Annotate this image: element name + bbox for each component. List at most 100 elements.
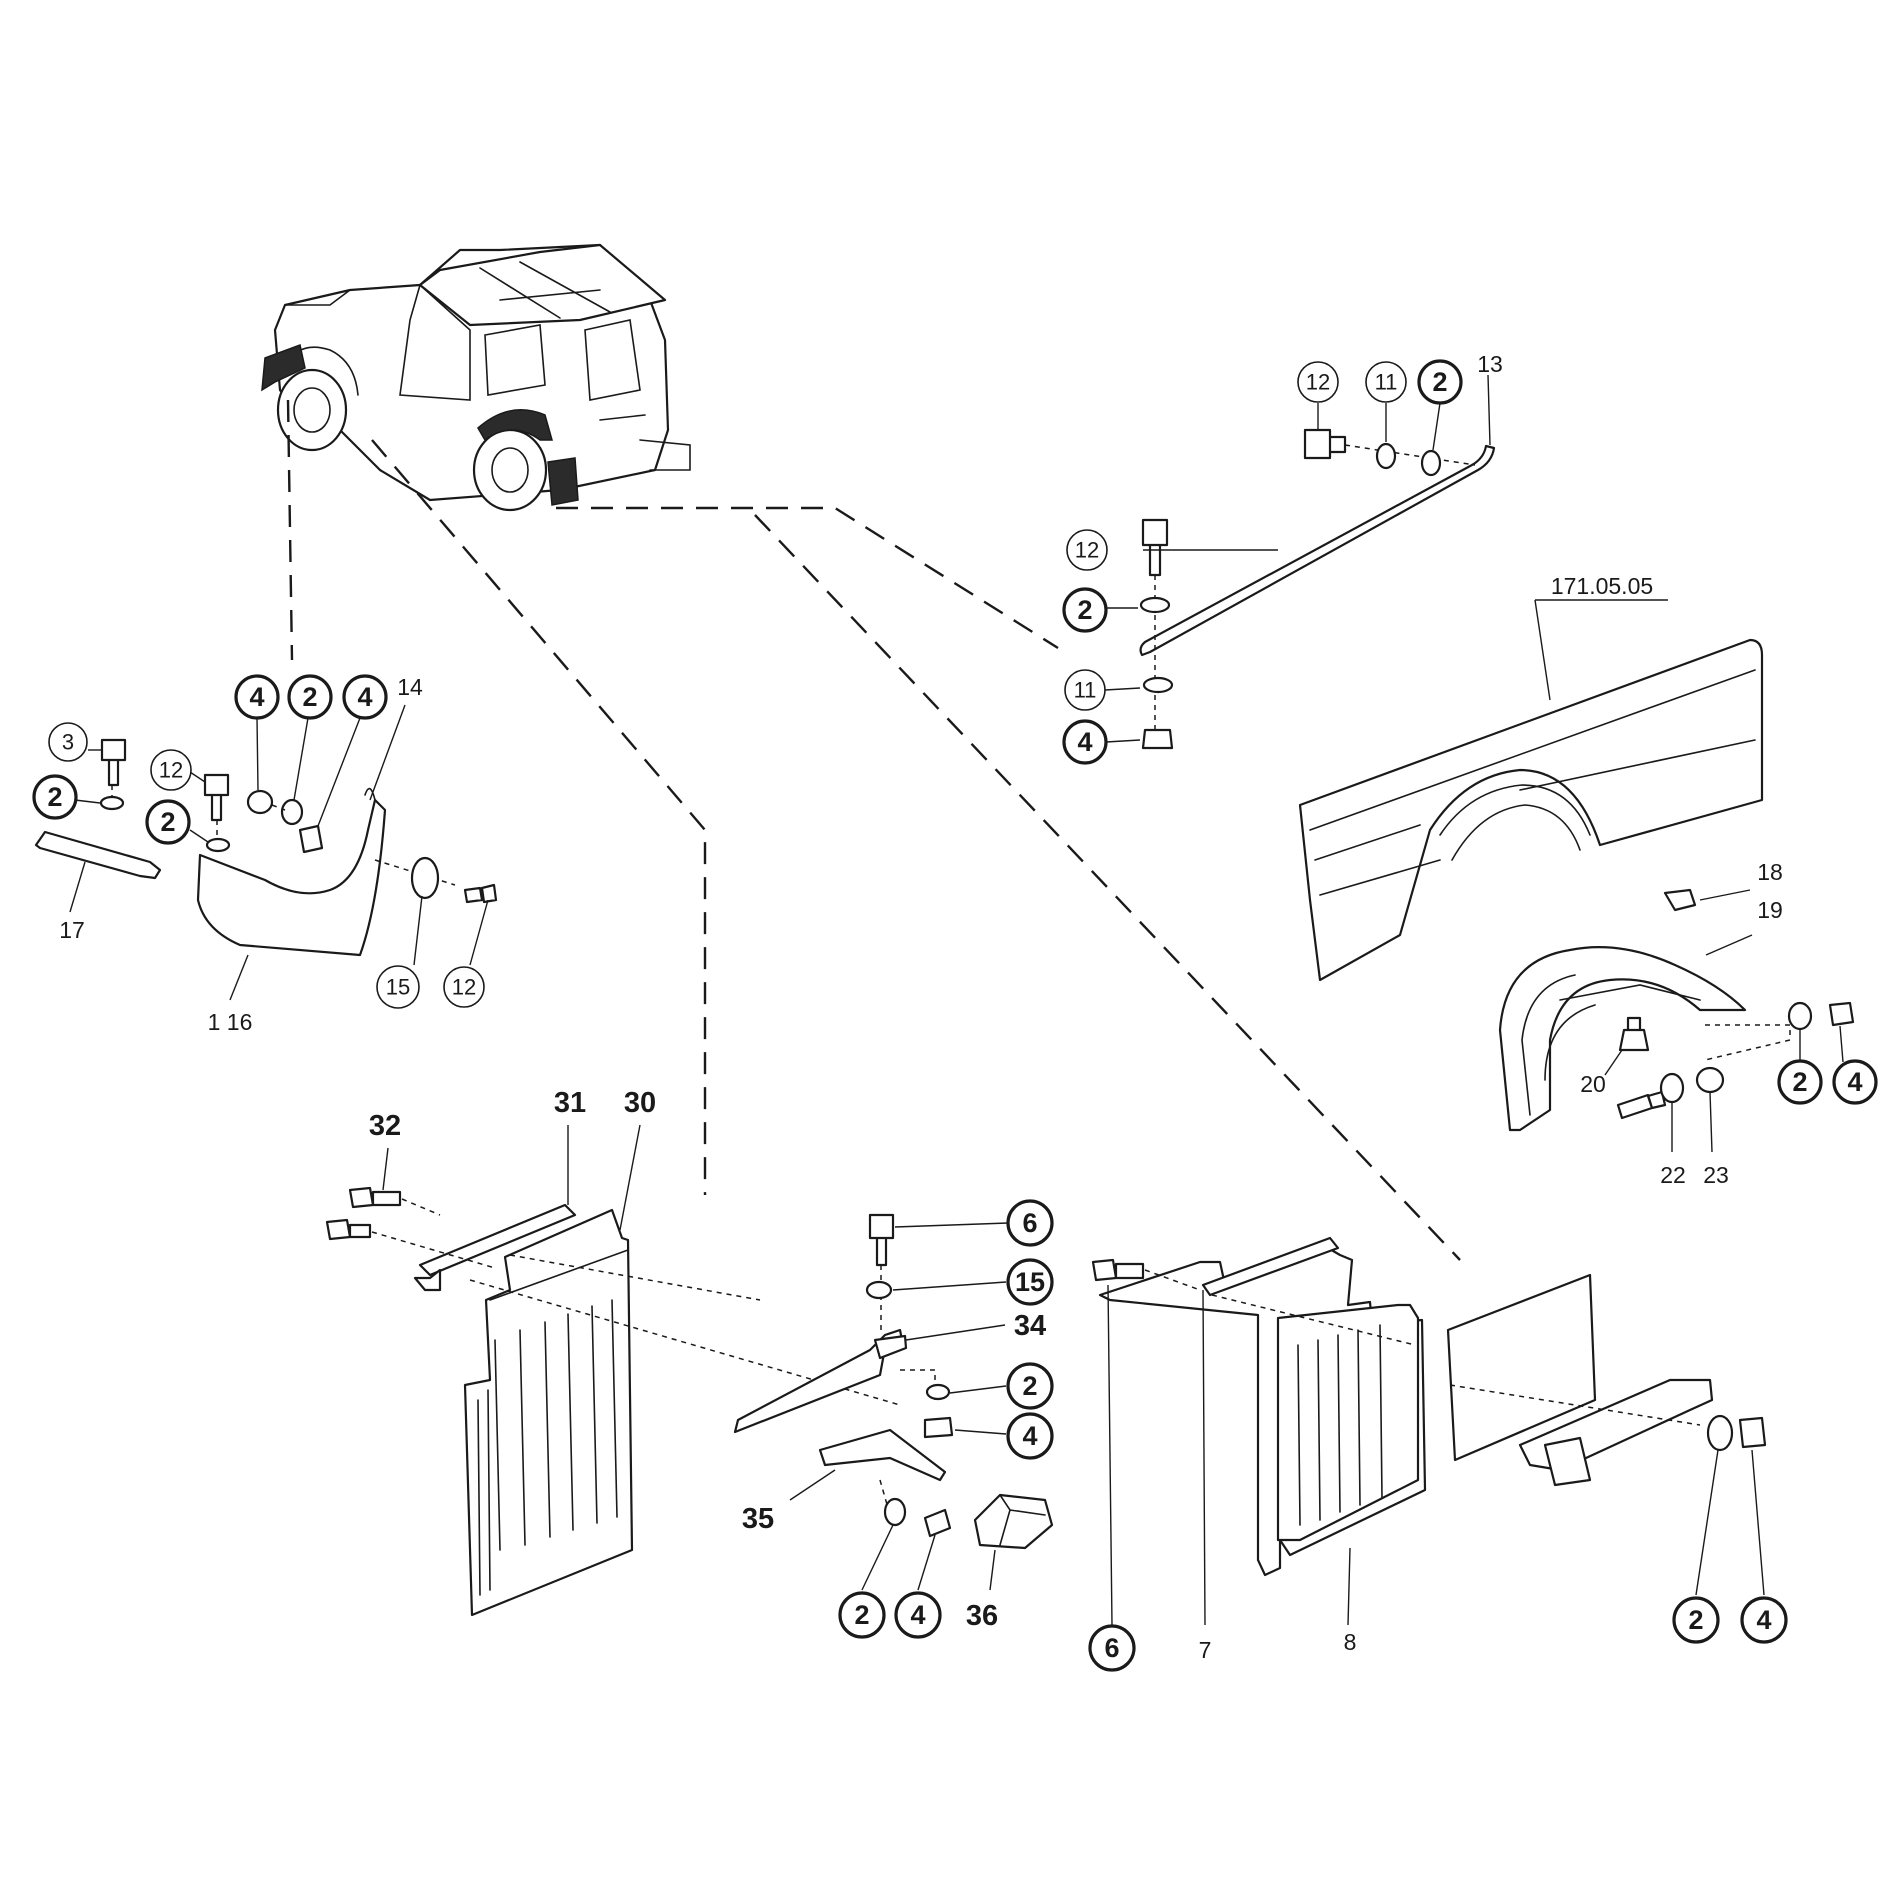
- rear-mudflap-right: [1091, 1236, 1767, 1626]
- callout-2: 2: [287, 674, 333, 720]
- nut: [298, 824, 324, 854]
- svg-text:4: 4: [1847, 1067, 1862, 1097]
- label-36: 36: [966, 1600, 998, 1632]
- svg-text:4: 4: [1756, 1605, 1771, 1635]
- washer: [865, 1280, 893, 1300]
- svg-text:2: 2: [47, 782, 62, 812]
- reflector: [973, 1493, 1054, 1550]
- svg-text:6: 6: [1022, 1208, 1037, 1238]
- label-14: 14: [397, 674, 423, 700]
- callout-4: 4: [234, 674, 280, 720]
- inner-wheel-arch: [1498, 888, 1855, 1153]
- callout-6: 6: [1088, 1624, 1136, 1672]
- bolt: [868, 1213, 895, 1267]
- label-30: 30: [624, 1087, 656, 1119]
- svg-text:12: 12: [1075, 538, 1099, 563]
- svg-text:11: 11: [1074, 678, 1097, 703]
- body-side-panel: [1298, 599, 1764, 982]
- callout-12: 12: [443, 966, 485, 1008]
- bolt: [100, 738, 127, 787]
- svg-text:3: 3: [62, 730, 74, 755]
- washer: [205, 837, 231, 853]
- callout-2: 2: [1417, 359, 1463, 405]
- washer: [1706, 1414, 1734, 1452]
- nut: [246, 789, 274, 815]
- bolt: [1141, 518, 1169, 577]
- callout-2: 2: [1062, 587, 1108, 633]
- label-23: 23: [1703, 1162, 1729, 1188]
- callout-4: 4: [1740, 1596, 1788, 1644]
- svg-text:4: 4: [1077, 727, 1092, 757]
- nut: [923, 1416, 954, 1439]
- label-1-16: 1 16: [208, 1009, 253, 1035]
- svg-text:4: 4: [249, 682, 264, 712]
- svg-text:12: 12: [159, 758, 183, 783]
- washer: [1375, 442, 1397, 470]
- svg-text:4: 4: [357, 682, 372, 712]
- svg-text:15: 15: [386, 975, 410, 1000]
- label-7: 7: [1199, 1637, 1212, 1663]
- callout-2: 2: [32, 774, 78, 820]
- label-20: 20: [1580, 1071, 1606, 1097]
- label-35: 35: [742, 1503, 774, 1535]
- callout-4: 4: [894, 1591, 942, 1639]
- washer: [1787, 1001, 1813, 1031]
- label-22: 22: [1660, 1162, 1686, 1188]
- centre-bracket-assembly: [733, 1213, 1054, 1591]
- callout-15: 15: [1006, 1258, 1054, 1306]
- nut: [1738, 1416, 1767, 1449]
- clip: [1663, 888, 1697, 912]
- callout-12: 12: [1297, 361, 1339, 403]
- callout-labels: 12 11 2 13 12 2 11 4 171.05.05 18 19 20 …: [32, 351, 1878, 1672]
- callout-2: 2: [838, 1591, 886, 1639]
- svg-text:2: 2: [1077, 595, 1092, 625]
- nut: [923, 1508, 952, 1538]
- washer: [1139, 596, 1171, 614]
- callout-4: 4: [1062, 719, 1108, 765]
- label-31: 31: [554, 1087, 586, 1119]
- callout-2: 2: [1006, 1362, 1054, 1410]
- spacer: [1695, 1066, 1725, 1094]
- label-17: 17: [59, 917, 85, 943]
- bolt: [1091, 1258, 1145, 1282]
- svg-text:2: 2: [160, 807, 175, 837]
- callout-2: 2: [1777, 1059, 1823, 1105]
- washer: [99, 795, 125, 811]
- rivet: [1618, 1016, 1650, 1052]
- callout-4: 4: [342, 674, 388, 720]
- bolt: [203, 773, 230, 822]
- svg-text:12: 12: [1306, 370, 1330, 395]
- callout-15: 15: [376, 965, 420, 1009]
- svg-text:2: 2: [1022, 1371, 1037, 1401]
- svg-text:4: 4: [1022, 1421, 1037, 1451]
- vehicle-overview: [261, 243, 691, 512]
- label-34: 34: [1014, 1310, 1046, 1342]
- callout-6: 6: [1006, 1199, 1054, 1247]
- front-mudflap-assembly: [34, 704, 498, 1001]
- callout-2: 2: [145, 799, 191, 845]
- callout-2: 2: [1672, 1596, 1720, 1644]
- callout-11: 11: [1064, 669, 1106, 711]
- rear-mudflap-left: [325, 1124, 901, 1617]
- bolt: [1303, 428, 1347, 460]
- label-32: 32: [369, 1110, 401, 1142]
- callout-4: 4: [1832, 1059, 1878, 1105]
- washer: [1142, 676, 1174, 694]
- nut: [1828, 1001, 1855, 1027]
- reference-number: 171.05.05: [1551, 573, 1653, 599]
- svg-text:4: 4: [910, 1600, 925, 1630]
- svg-text:2: 2: [302, 682, 317, 712]
- svg-text:12: 12: [452, 975, 476, 1000]
- svg-text:15: 15: [1015, 1267, 1045, 1297]
- callout-12: 12: [150, 749, 192, 791]
- callout-12: 12: [1066, 529, 1108, 571]
- screw: [463, 883, 498, 904]
- svg-text:2: 2: [1688, 1605, 1703, 1635]
- stay-bar-assembly: [1104, 374, 1496, 750]
- svg-text:2: 2: [1792, 1067, 1807, 1097]
- callout-4: 4: [1006, 1412, 1054, 1460]
- washer: [410, 856, 440, 900]
- svg-text:2: 2: [1432, 367, 1447, 397]
- nut: [1141, 728, 1174, 750]
